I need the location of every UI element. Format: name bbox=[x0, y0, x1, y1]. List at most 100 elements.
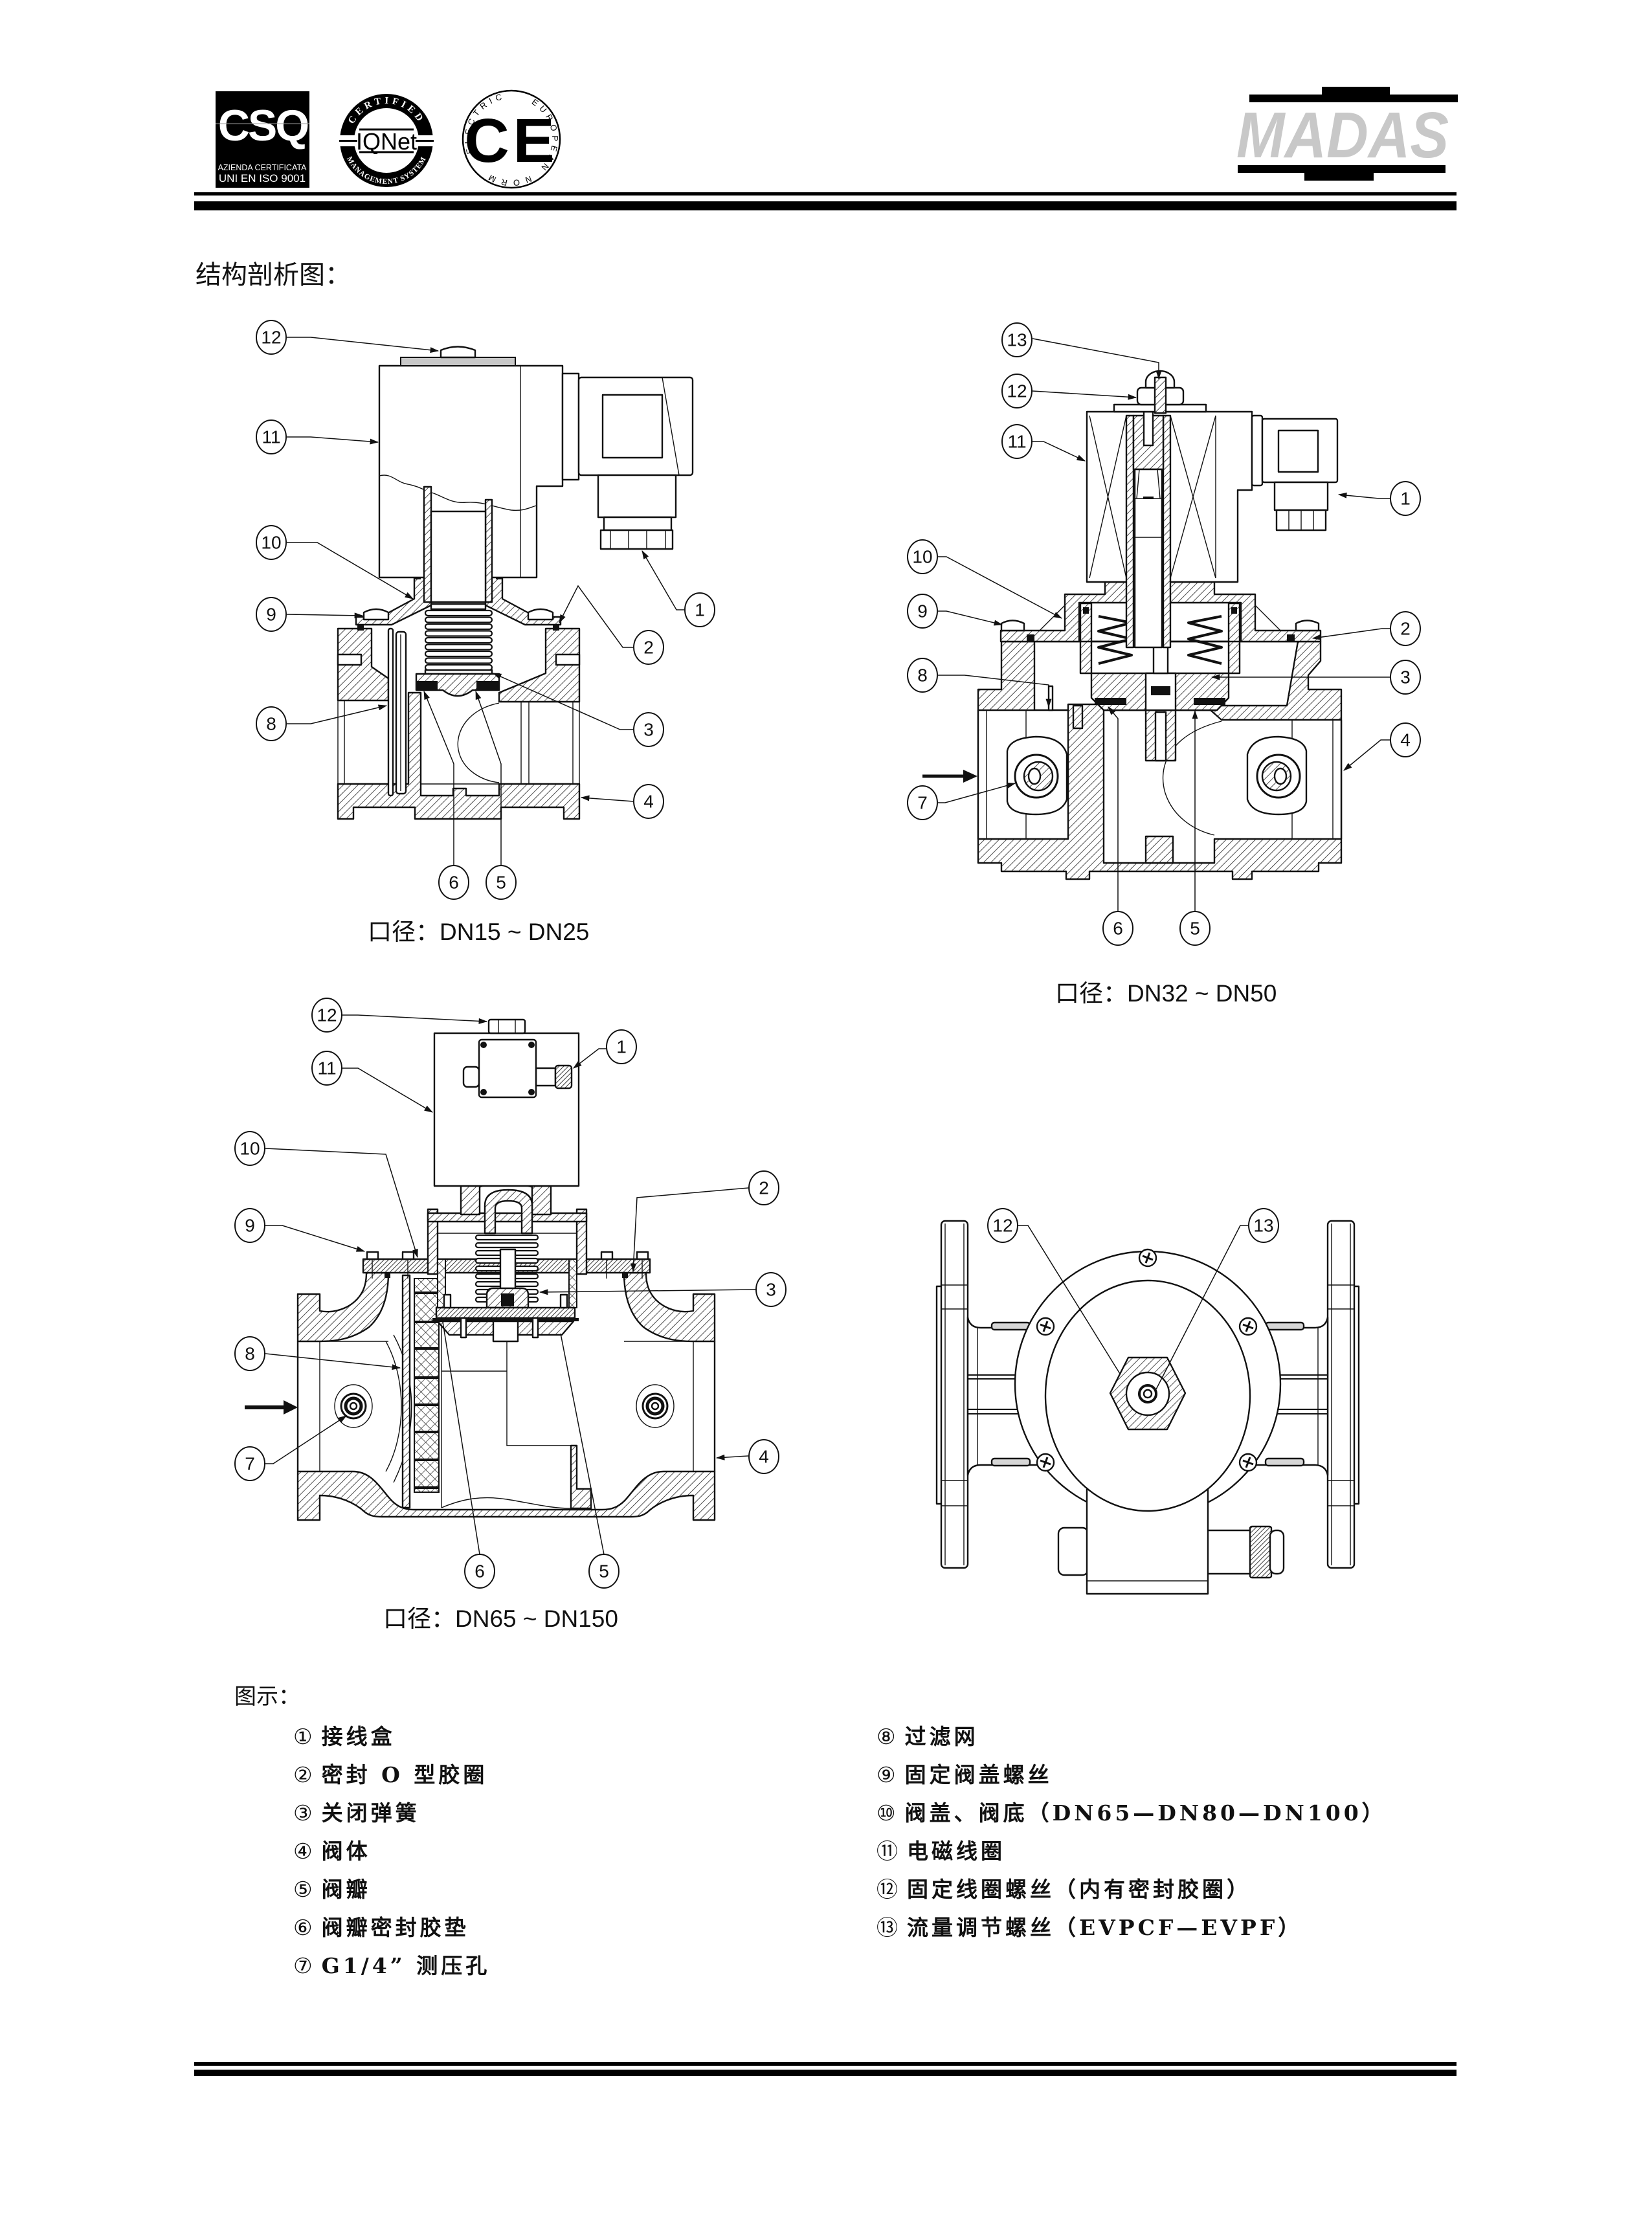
callout-number: 7 bbox=[245, 1454, 255, 1474]
callout-number: 4 bbox=[759, 1447, 769, 1467]
callout-1: 1 bbox=[1390, 481, 1421, 516]
pressure-test-port-outlet bbox=[636, 1384, 675, 1428]
callout-11: 11 bbox=[256, 419, 287, 454]
iqnet-mark: IQNet bbox=[356, 128, 417, 155]
callout-number: 1 bbox=[616, 1037, 627, 1057]
bonnet-screw-right bbox=[527, 608, 554, 621]
bore-lines bbox=[319, 1341, 694, 1471]
callout-number: 11 bbox=[1007, 432, 1026, 452]
callout-circle bbox=[748, 1170, 779, 1205]
closing-spring bbox=[474, 1234, 539, 1309]
legend-label: 固定阀盖螺丝 bbox=[904, 1762, 1053, 1787]
armature-tube-left bbox=[423, 486, 432, 603]
filter-rib bbox=[414, 1486, 439, 1489]
disc-seal-right bbox=[1194, 698, 1225, 705]
spring-coil bbox=[424, 650, 493, 658]
callout-4: 4 bbox=[1390, 722, 1421, 757]
cover-screw bbox=[480, 1042, 487, 1048]
port-ring bbox=[344, 1396, 363, 1416]
screw-cross-icon bbox=[1242, 1457, 1254, 1468]
filter-screen bbox=[401, 1274, 442, 1509]
callout-13: 13 bbox=[1001, 322, 1032, 357]
callout-circle bbox=[438, 865, 469, 900]
outlet-curve bbox=[1162, 721, 1222, 836]
housing-wall-right bbox=[1227, 602, 1241, 675]
body-slot-right bbox=[555, 653, 581, 666]
callout-6: 6 bbox=[438, 865, 469, 900]
screw-cross-icon bbox=[1040, 1457, 1051, 1468]
callout-circle bbox=[606, 1029, 637, 1064]
port-boss bbox=[636, 1384, 675, 1428]
cable-gland-body bbox=[1205, 1529, 1253, 1575]
port-face bbox=[340, 1392, 367, 1420]
footer-rule-thin bbox=[194, 2062, 1457, 2066]
callout-4: 4 bbox=[633, 784, 664, 819]
closing-spring bbox=[424, 609, 493, 671]
port-hole bbox=[349, 1402, 358, 1411]
leader-lines bbox=[286, 337, 685, 866]
callout-10: 10 bbox=[234, 1131, 265, 1166]
callout-circle bbox=[486, 865, 517, 900]
spring-coil bbox=[424, 609, 493, 617]
o-ring-left bbox=[385, 1273, 390, 1278]
cover-screw bbox=[528, 1089, 535, 1095]
legend-number: ⑨ bbox=[876, 1762, 896, 1787]
legend-number: ⑩ bbox=[876, 1800, 896, 1826]
callout-circle bbox=[1102, 911, 1133, 946]
leader-4 bbox=[580, 795, 634, 802]
leader-10 bbox=[938, 556, 1062, 619]
diagram-caption-dn65-dn150: 口径：DN65 ~ DN150 bbox=[383, 1605, 618, 1632]
legend-label: 阀瓣密封胶垫 bbox=[321, 1915, 469, 1940]
disc-seal-right bbox=[476, 681, 499, 690]
header-rule-thin bbox=[194, 192, 1457, 196]
flow-adjust-socket bbox=[1143, 1389, 1153, 1399]
junction-box-body bbox=[1086, 1489, 1209, 1595]
callout-circle bbox=[684, 592, 715, 627]
partition-wall bbox=[570, 1444, 592, 1510]
leader-12 bbox=[1018, 1225, 1121, 1374]
closing-spring-right bbox=[1187, 615, 1223, 665]
callout-6: 6 bbox=[464, 1554, 495, 1589]
coil-fixing-screw bbox=[440, 346, 476, 359]
brand-logo-text: MADAS bbox=[1236, 99, 1449, 172]
callout-number: 13 bbox=[1253, 1216, 1273, 1236]
legend-label: 电磁线圈 bbox=[907, 1839, 1005, 1864]
callout-number: 1 bbox=[1400, 489, 1411, 509]
flange-left bbox=[935, 1220, 969, 1569]
screw-shanks bbox=[372, 1259, 643, 1279]
cable-gland-body bbox=[535, 1067, 557, 1087]
callout-number: 13 bbox=[1007, 330, 1027, 350]
callout-10: 10 bbox=[256, 525, 287, 560]
flange-right bbox=[1326, 1220, 1360, 1569]
leader-10 bbox=[287, 542, 414, 599]
neck-right bbox=[531, 1185, 552, 1216]
callout-circle bbox=[1001, 374, 1032, 408]
callout-circle bbox=[256, 706, 287, 741]
junction-box bbox=[1251, 414, 1339, 531]
callout-number: 11 bbox=[262, 427, 280, 447]
legend-number: ④ bbox=[293, 1839, 313, 1864]
brand-logo-top-tab bbox=[1322, 87, 1390, 95]
callout-number: 3 bbox=[643, 720, 654, 740]
cable-gland-nut bbox=[599, 529, 674, 550]
legend-number: ⑫ bbox=[876, 1877, 898, 1902]
callout-7: 7 bbox=[234, 1446, 265, 1481]
leader-8 bbox=[265, 1353, 401, 1370]
callout-number: 2 bbox=[1400, 619, 1411, 639]
madas-brand-logo: MADAS bbox=[1236, 87, 1458, 181]
arrow-head bbox=[284, 1400, 298, 1414]
housing-wall-right bbox=[575, 1208, 588, 1275]
leader-9 bbox=[265, 1225, 366, 1252]
callout-3: 3 bbox=[633, 712, 664, 747]
callout-number: 12 bbox=[992, 1216, 1012, 1236]
diagram-caption-dn15-dn25: 口径：DN15 ~ DN25 bbox=[368, 919, 590, 945]
neck-left bbox=[460, 1185, 481, 1216]
callout-number: 10 bbox=[912, 547, 932, 567]
leader-11 bbox=[287, 436, 379, 445]
